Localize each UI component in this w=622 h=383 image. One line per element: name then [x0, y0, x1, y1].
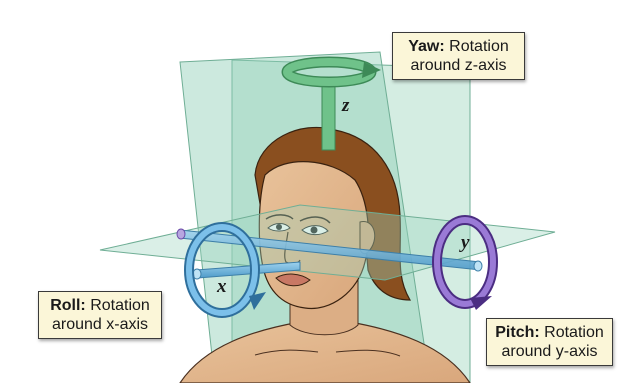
roll-line1: Rotation: [86, 297, 150, 314]
roll-term: Roll:: [50, 297, 86, 314]
z-axis-rod: [322, 80, 335, 150]
pitch-line1: Rotation: [540, 324, 604, 341]
y-axis-label: y: [461, 232, 469, 254]
pitch-callout: Pitch: Rotation around y-axis: [486, 318, 613, 366]
roll-callout: Roll: Rotation around x-axis: [38, 291, 162, 339]
pitch-line2: around y-axis: [495, 342, 604, 361]
roll-line2: around x-axis: [47, 315, 153, 334]
z-axis-label: z: [342, 95, 349, 117]
yaw-term: Yaw:: [408, 38, 444, 55]
x-axis-label: x: [217, 276, 227, 298]
yaw-line2: around z-axis: [401, 56, 516, 75]
yaw-callout: Yaw: Rotation around z-axis: [392, 32, 525, 80]
yaw-line1: Rotation: [445, 38, 509, 55]
pitch-term: Pitch:: [495, 324, 539, 341]
